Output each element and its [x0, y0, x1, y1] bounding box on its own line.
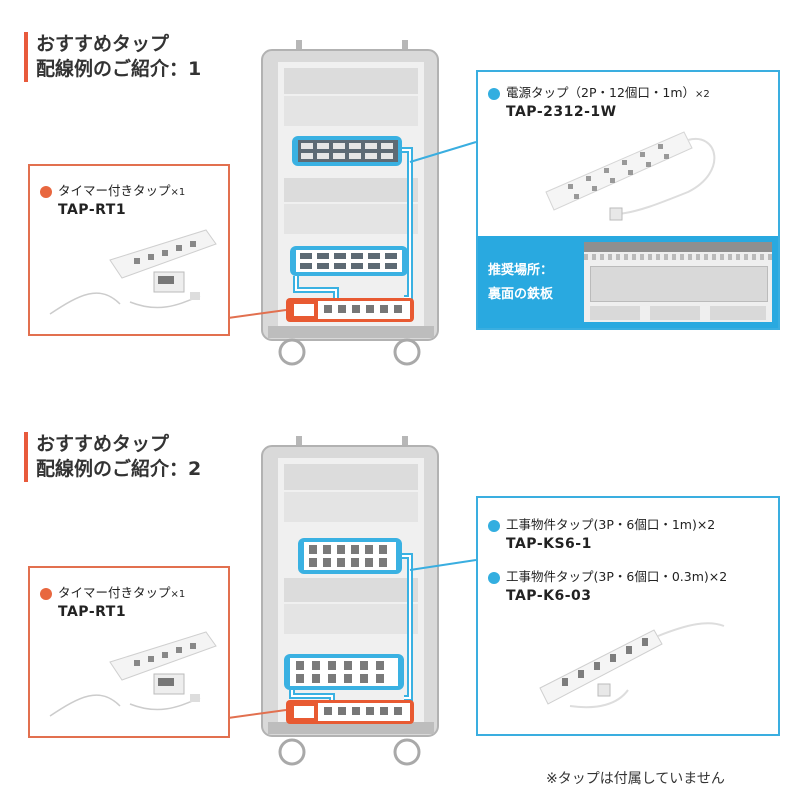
bullet-dot-icon: [488, 87, 500, 100]
bullet-dot-icon: [488, 571, 500, 584]
section2-title-line2: 配線例のご紹介：2: [36, 458, 202, 480]
section2-title: おすすめタップ 配線例のご紹介：2: [24, 432, 201, 482]
timer-tap-card-2: タイマー付きタップ×1 TAP-RT1: [28, 566, 230, 738]
recommend-line1: 推奨場所：: [488, 260, 554, 282]
section1-title: おすすめタップ 配線例のご紹介：1: [24, 32, 201, 82]
timer-tap-icon: [49, 631, 217, 717]
power-strip-icon: [539, 622, 725, 709]
section1-title-line2: 配線例のご紹介：1: [36, 58, 202, 80]
tap-a-model: TAP-KS6-1: [506, 536, 592, 552]
tap-b-label: 工事物件タップ(3P・6個口・0.3m)×2: [488, 566, 727, 585]
timer-tap-model-2: TAP-RT1: [58, 604, 127, 620]
power-tap-label: 電源タップ（2P・12個口・1m）×2: [488, 82, 710, 101]
bullet-dot-icon: [488, 519, 500, 532]
timer-tap-icon: [49, 229, 217, 315]
bullet-dot-icon: [40, 185, 52, 198]
section2-title-line1: おすすめタップ: [36, 433, 170, 455]
industrial-tap-card: 工事物件タップ(3P・6個口・1m)×2 TAP-KS6-1 工事物件タップ(3…: [476, 496, 780, 736]
timer-tap-label-1: タイマー付きタップ×1: [40, 180, 185, 199]
back-panel-photo: [584, 242, 772, 322]
recommend-line2: 裏面の鉄板: [488, 284, 554, 306]
wall-plug-icon: [609, 207, 623, 221]
power-tap-card: 電源タップ（2P・12個口・1m）×2 TAP-2312-1W 推奨場所： 裏面…: [476, 70, 780, 330]
tap-b-model: TAP-K6-03: [506, 588, 592, 604]
bullet-dot-icon: [40, 587, 52, 600]
power-tap-model: TAP-2312-1W: [506, 104, 617, 120]
wall-plug-icon: [597, 683, 611, 697]
footnote: ※タップは付属していません: [546, 771, 725, 787]
timer-tap-label-2: タイマー付きタップ×1: [40, 582, 185, 601]
section1-title-line1: おすすめタップ: [36, 33, 170, 55]
timer-tap-card-1: タイマー付きタップ×1 TAP-RT1: [28, 164, 230, 336]
timer-tap-model-1: TAP-RT1: [58, 202, 127, 218]
recommend-panel: 推奨場所： 裏面の鉄板: [478, 236, 778, 328]
power-strip-icon: [545, 131, 716, 221]
tap-a-label: 工事物件タップ(3P・6個口・1m)×2: [488, 514, 715, 533]
